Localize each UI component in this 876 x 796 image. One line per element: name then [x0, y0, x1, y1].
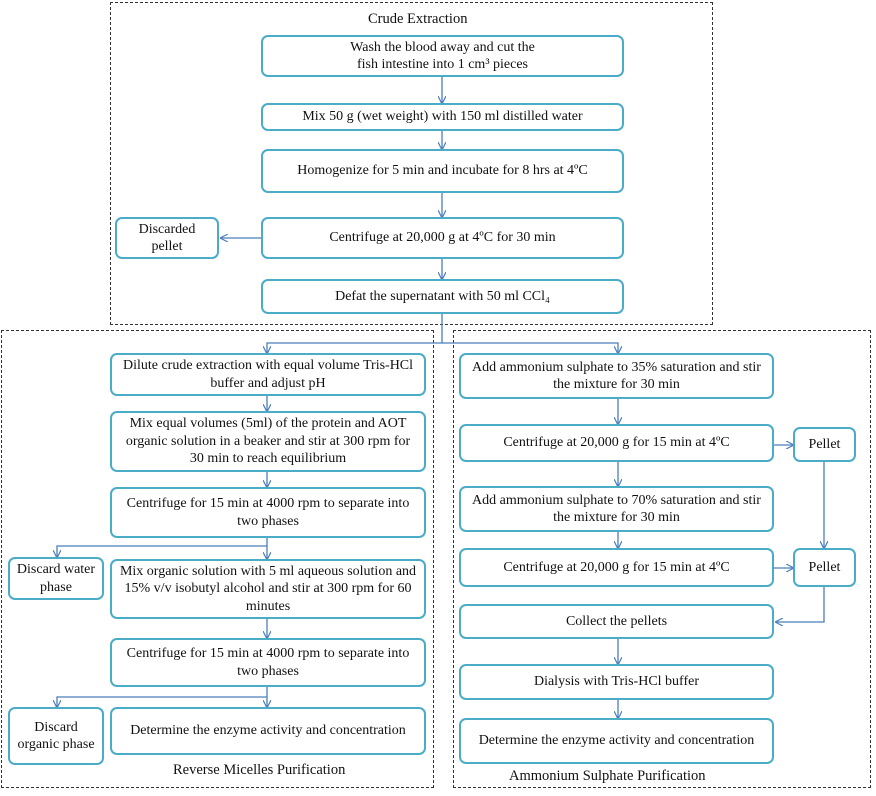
homogenize-text: Homogenize for 5 min and incubate for 8 …	[297, 163, 588, 179]
wash-text-line2: fish intestine into 1 cm³ pieces	[357, 57, 528, 72]
discarded-pellet-text: Discarded pellet	[138, 221, 196, 255]
discard-organic-box: Discard organic phase	[8, 707, 104, 765]
reverse-micelles-frame	[1, 330, 434, 788]
reverse-micelles-title: Reverse Micelles Purification	[173, 762, 346, 778]
determine-rm-text: Determine the enzyme activity and concen…	[130, 723, 406, 739]
determine-rm-box: Determine the enzyme activity and concen…	[110, 707, 426, 755]
pellet1-box: Pellet	[793, 427, 856, 462]
dilute-box: Dilute crude extraction with equal volum…	[110, 353, 426, 396]
wash-box: Wash the blood away and cut the fish inte…	[261, 35, 624, 77]
centrifuge-rm2-box: Centrifuge for 15 min at 4000 rpm to sep…	[110, 638, 426, 687]
centrifuge-as2-box: Centrifuge at 20,000 g for 15 min at 4ºC	[459, 548, 774, 587]
pellet1-text: Pellet	[808, 436, 841, 452]
dialysis-text: Dialysis with Tris-HCl buffer	[533, 674, 700, 690]
collect-pellets-text: Collect the pellets	[565, 613, 668, 629]
mix-water-text: Mix 50 g (wet weight) with 150 ml distil…	[302, 109, 583, 125]
mix-aot-box: Mix equal volumes (5ml) of the protein a…	[110, 411, 426, 472]
crude-extraction-title: Crude Extraction	[368, 11, 468, 27]
discard-water-box: Discard water phase	[8, 557, 104, 600]
add35-box: Add ammonium sulphate to 35% saturation …	[459, 353, 774, 399]
defat-text: Defat the supernatant with 50 ml CCl₄	[335, 288, 550, 304]
homogenize-box: Homogenize for 5 min and incubate for 8 …	[261, 149, 624, 193]
centrifuge-rm1-box: Centrifuge for 15 min at 4000 rpm to sep…	[110, 487, 426, 538]
mix-organic-text: Mix organic solution with 5 ml aqueous s…	[119, 563, 417, 614]
centrifuge-crude-box: Centrifuge at 20,000 g at 4ºC for 30 min	[261, 217, 624, 259]
mix-organic-box: Mix organic solution with 5 ml aqueous s…	[110, 559, 426, 619]
ammonium-sulphate-frame	[453, 330, 871, 788]
discard-water-text: Discard water phase	[16, 562, 96, 595]
add35-text: Add ammonium sulphate to 35% saturation …	[472, 359, 761, 393]
centrifuge-as1-box: Centrifuge at 20,000 g for 15 min at 4ºC	[459, 424, 774, 462]
pellet2-box: Pellet	[793, 548, 856, 587]
ammonium-sulphate-title: Ammonium Sulphate Purification	[509, 768, 706, 784]
mix-aot-text: Mix equal volumes (5ml) of the protein a…	[125, 416, 411, 467]
centrifuge-as2-text: Centrifuge at 20,000 g for 15 min at 4ºC	[503, 559, 730, 575]
determine-as-text: Determine the enzyme activity and concen…	[478, 733, 755, 749]
discard-organic-text: Discard organic phase	[17, 719, 95, 753]
dialysis-box: Dialysis with Tris-HCl buffer	[459, 664, 774, 700]
collect-pellets-box: Collect the pellets	[459, 604, 774, 639]
crude-extraction-frame	[110, 2, 713, 325]
centrifuge-rm2-text: Centrifuge for 15 min at 4000 rpm to sep…	[126, 646, 410, 679]
wash-text-line1: Wash the blood away and cut the	[350, 39, 535, 55]
determine-as-box: Determine the enzyme activity and concen…	[459, 718, 774, 764]
defat-box: Defat the supernatant with 50 ml CCl₄	[261, 279, 624, 314]
mix-water-box: Mix 50 g (wet weight) with 150 ml distil…	[261, 103, 624, 131]
pellet2-text: Pellet	[808, 559, 841, 575]
centrifuge-crude-text: Centrifuge at 20,000 g at 4ºC for 30 min	[329, 230, 556, 246]
centrifuge-as1-text: Centrifuge at 20,000 g for 15 min at 4ºC	[503, 435, 730, 451]
add70-box: Add ammonium sulphate to 70% saturation …	[459, 486, 774, 532]
dilute-text: Dilute crude extraction with equal volum…	[122, 358, 414, 391]
centrifuge-rm1-text: Centrifuge for 15 min at 4000 rpm to sep…	[126, 496, 410, 529]
add70-text: Add ammonium sulphate to 70% saturation …	[472, 492, 761, 526]
discarded-pellet-box: Discarded pellet	[115, 217, 219, 259]
